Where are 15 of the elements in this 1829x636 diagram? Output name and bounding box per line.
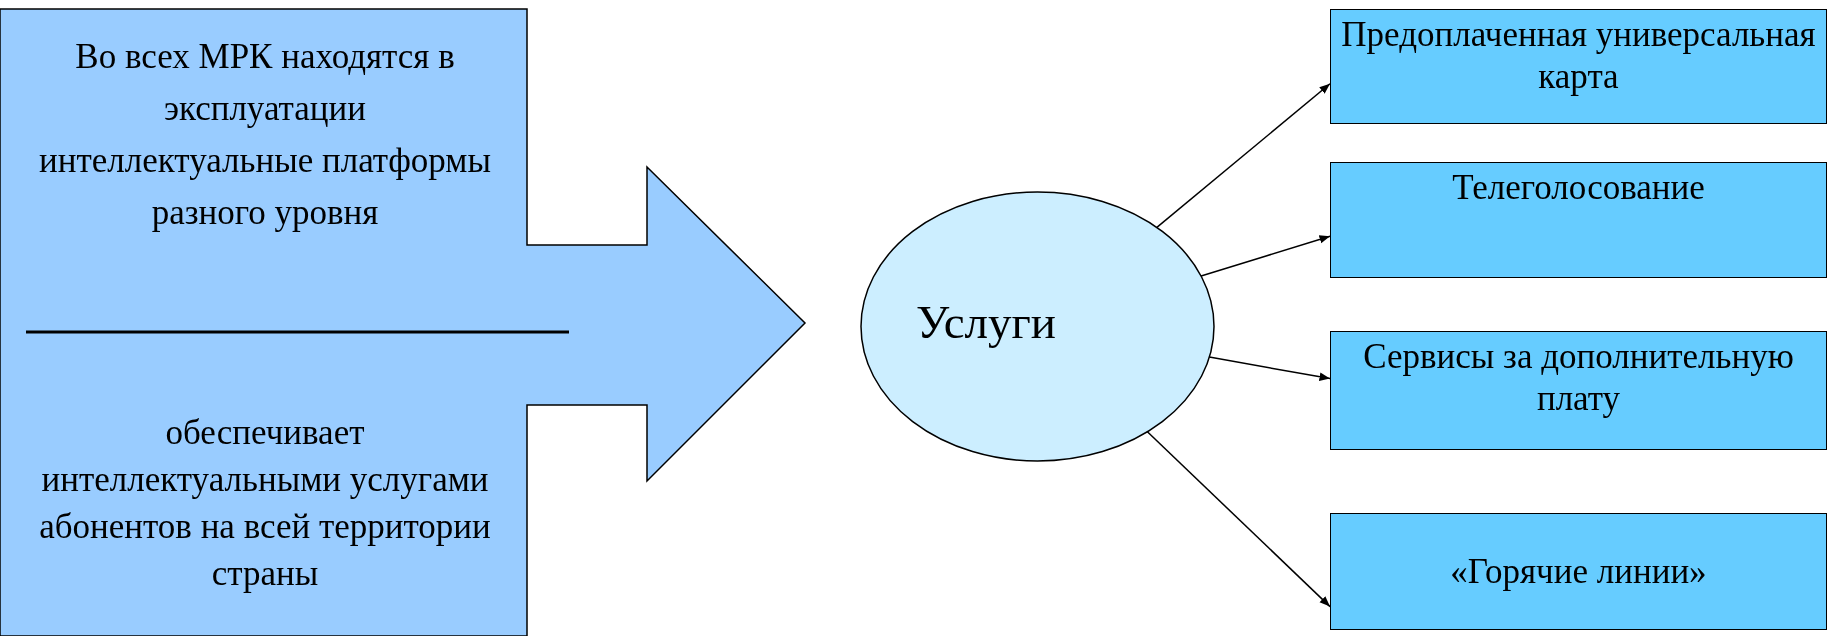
ellipse-label: Услуги	[916, 294, 1056, 349]
arrow-text: Во всех МРК находятся в эксплуатации интеллектуальные платформы разного уровня	[38, 36, 492, 234]
arrow	[1208, 356, 1331, 381]
box-label: Телеголосование	[1452, 167, 1705, 209]
box-label: «Горячие линии»	[1450, 550, 1707, 593]
box-label: Предоплаченная универсальная карта	[1341, 14, 1816, 98]
service-box	[1330, 9, 1827, 124]
arrow-text: обеспечивает интеллектуальными услугами абонентов на всей территории страны	[38, 412, 492, 595]
arrow	[1156, 83, 1331, 229]
service-box	[1330, 513, 1827, 630]
arrow	[1146, 431, 1331, 608]
service-box	[1330, 331, 1827, 450]
arrow	[1200, 235, 1331, 277]
box-label: Сервисы за дополнительную плату	[1362, 336, 1795, 420]
service-box	[1330, 162, 1827, 278]
